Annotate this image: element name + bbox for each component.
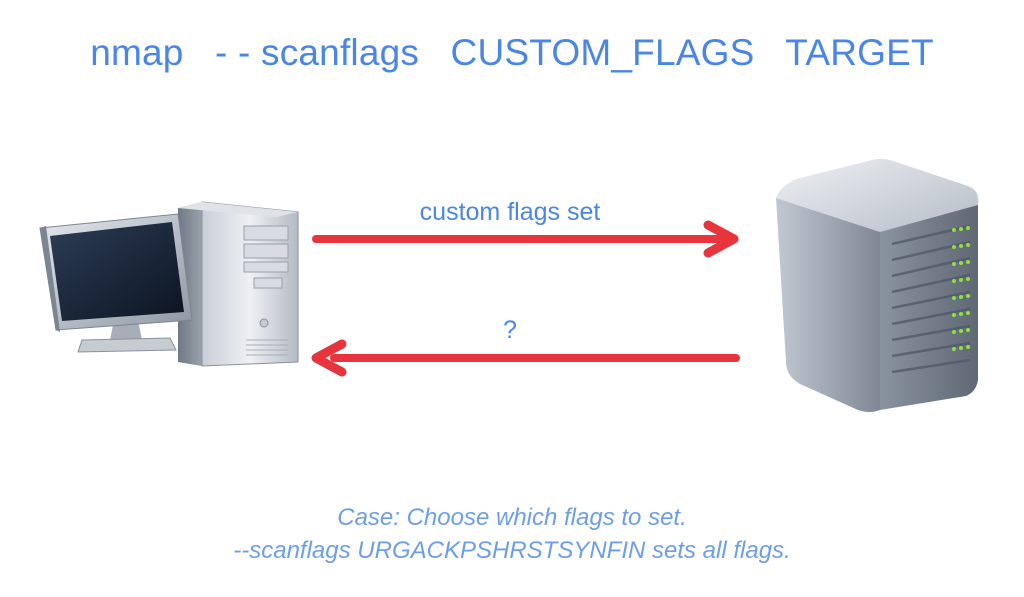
caption-line-2: --scanflags URGACKPSHRSTSYNFIN sets all … <box>233 537 791 564</box>
response-label: ? <box>503 316 517 344</box>
response-arrow <box>311 339 740 377</box>
request-arrow <box>312 220 739 258</box>
request-label: custom flags set <box>419 198 601 226</box>
server-tower-icon <box>776 158 979 412</box>
caption-line-1: Case: Choose which flags to set. <box>337 504 687 531</box>
desktop-computer-icon <box>39 201 299 367</box>
command-title: nmap - - scanflags CUSTOM_FLAGS TARGET <box>90 32 934 73</box>
